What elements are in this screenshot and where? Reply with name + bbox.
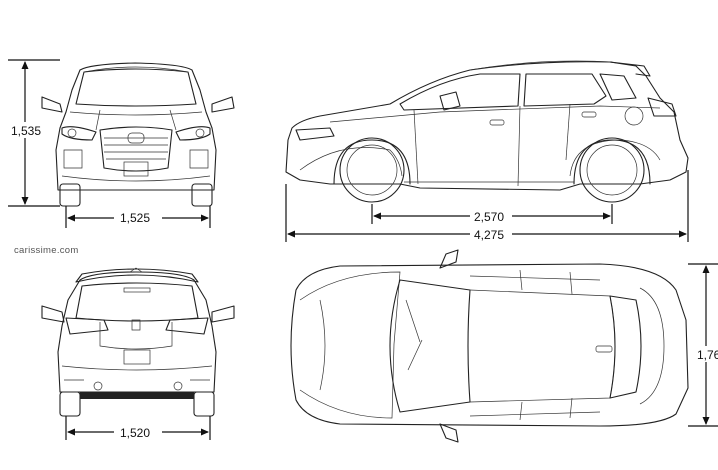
overall-width-label: 1,765 [697, 348, 718, 362]
overall-width-dimension: 1,765 [688, 263, 718, 427]
front-height-label: 1,535 [11, 124, 41, 138]
wheelbase-dimension: 2,570 [371, 204, 613, 224]
side-view [285, 60, 689, 203]
overall-length-label: 4,275 [474, 228, 504, 242]
front-track-label: 1,525 [120, 211, 150, 225]
rear-track-label: 1,520 [120, 426, 150, 440]
overall-length-dimension: 4,275 [285, 170, 689, 242]
wheelbase-label: 2,570 [474, 210, 504, 224]
rear-track-dimension: 1,520 [65, 416, 211, 440]
front-height-dimension: 1,535 [6, 59, 60, 207]
front-track-dimension: 1,525 [65, 206, 211, 228]
watermark-text: carissime.com [14, 245, 79, 256]
top-view [290, 249, 689, 443]
rear-view [41, 267, 235, 417]
front-view [41, 62, 235, 207]
